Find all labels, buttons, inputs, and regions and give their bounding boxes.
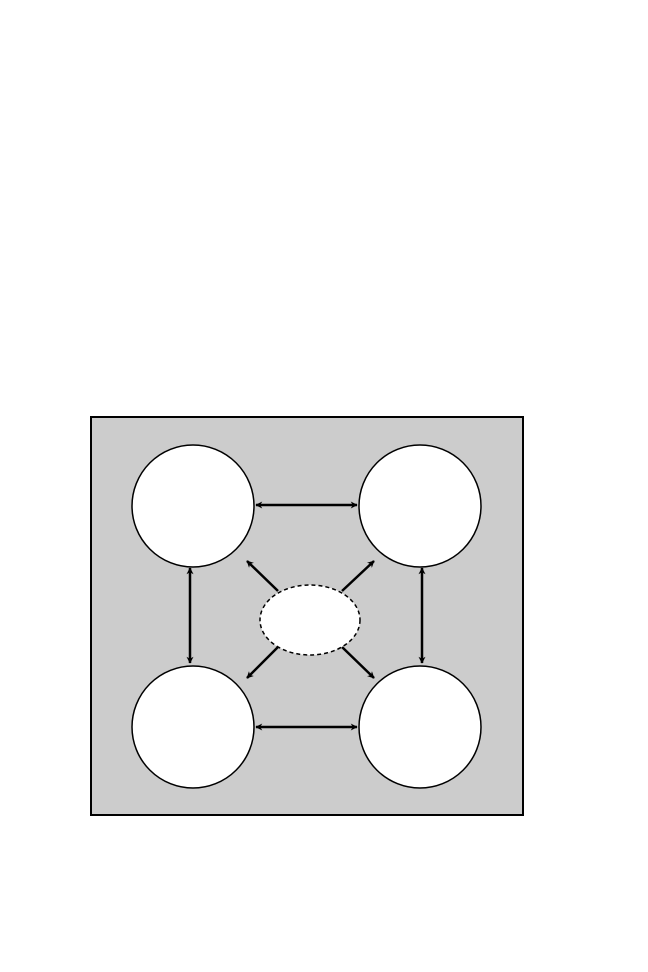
arrow-center-top-left bbox=[246, 560, 279, 592]
arrow-center-bottom-right bbox=[341, 646, 375, 679]
arrow-center-bottom-left bbox=[246, 646, 279, 679]
node-top-left bbox=[131, 444, 255, 568]
node-center bbox=[259, 584, 361, 656]
node-top-right bbox=[358, 444, 482, 568]
node-bottom-right bbox=[358, 665, 482, 789]
node-bottom-left bbox=[131, 665, 255, 789]
arrow-center-top-right bbox=[341, 560, 375, 592]
